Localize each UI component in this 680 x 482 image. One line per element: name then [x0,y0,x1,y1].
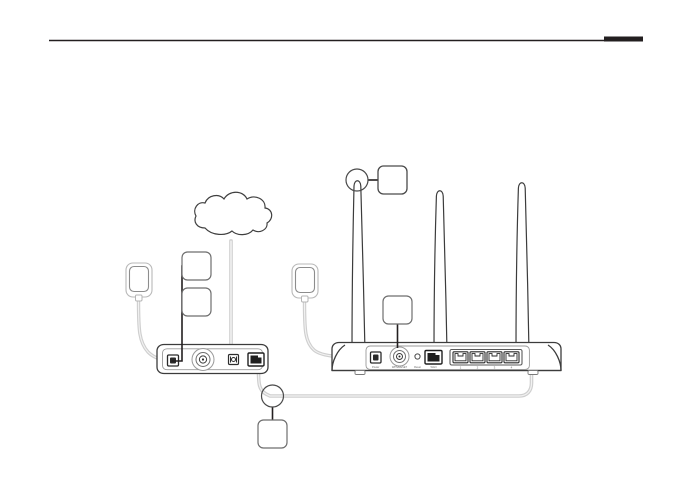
router-lan-port-3-jack [488,353,501,362]
callout-marker-antenna[interactable] [345,168,369,192]
internet-cloud-shape [194,191,273,236]
modem-device [156,343,269,375]
router-wan-port-label: WAN [431,365,437,369]
callout-box-1-frame [181,251,212,281]
callout-box-5[interactable] [382,295,413,325]
router-power-adapter-neck [301,295,309,303]
callout-box-2[interactable] [181,287,212,317]
callout-box-3[interactable] [257,419,288,449]
router-wan-port-hole [427,353,440,362]
modem-power-adapter-body [128,265,150,293]
router-foot-left [354,370,366,375]
callout-marker-cable[interactable] [260,384,285,408]
router-power-button[interactable]: WPS/RESET [389,346,410,369]
router-lan-port-2-label: 2 [477,365,479,369]
router-lan-port-2-jack [471,353,484,362]
modem-usb-port[interactable] [227,353,240,366]
router-lan-port-1-label: 1 [460,365,462,369]
router-power-button-label: WPS/RESET [392,365,408,369]
modem-power-adapter [125,262,153,302]
router-lan-port-3[interactable]: 3 [486,351,503,370]
router-lan-port-4[interactable]: 4 [503,351,520,370]
modem-coax-pin [201,358,205,361]
router-foot-right [527,370,539,375]
callout-box-2-frame [181,287,212,317]
router-power-port-hole [373,354,379,361]
cable-modem-to-router [256,368,534,398]
router-power-adapter [291,263,319,303]
router-lan-port-4-label: 4 [511,365,513,369]
modem-usb-port-slots [230,356,237,363]
router-lan-port-4-jack [505,353,518,362]
router-reset-label: Reset [414,365,421,369]
callout-box-1[interactable] [181,251,212,281]
router-reset-pinhole-ring [414,353,421,360]
router-power-button-center [398,355,401,358]
router-power-adapter-body [294,266,316,294]
router-antenna-1 [351,180,366,353]
router-lan-port-3-frame [486,351,503,364]
router-lan-port-group: 1 2 3 4 [449,348,523,370]
callout-box-3-frame [257,419,288,449]
router-wan-port[interactable]: WAN [424,349,443,370]
router-lan-port-1[interactable]: 1 [452,351,469,370]
router-antenna-3 [515,182,530,353]
router-lan-port-3-label: 3 [494,365,496,369]
router-lan-port-2[interactable]: 2 [469,351,486,370]
modem-coax-port[interactable] [191,348,215,371]
router-reset-pinhole[interactable]: Reset [414,353,421,369]
callout-markers [260,168,369,408]
router-power-port[interactable]: Power [369,351,382,369]
callout-box-5-frame [382,295,413,325]
callout-box-4[interactable] [377,165,408,195]
router-lan-port-1-jack [454,353,467,362]
router-lan-port-1-frame [452,351,469,364]
callout-box-4-frame [377,165,408,195]
router-power-port-label: Power [372,365,379,369]
router-right-flare [547,344,562,371]
router-lan-port-2-frame [469,351,486,364]
modem-ethernet-port-hole [250,355,262,364]
modem-usb-port-center [231,357,236,362]
header-divider [49,36,643,42]
cable-modem-to-router-highlight [257,369,533,397]
callout-boxes [181,165,413,449]
header-divider-thick-segment [604,36,643,42]
router-device: Power WPS/RESET Reset WAN [331,341,562,375]
cable-modem-to-router-line [256,368,534,398]
modem-power-adapter-neck [135,294,143,302]
router-antenna-2 [433,190,448,353]
modem-ethernet-port[interactable] [247,352,265,367]
router-lan-port-4-frame [503,351,520,364]
router-left-flare [331,344,346,371]
router-antennas [351,180,530,353]
internet-cloud [194,191,273,236]
